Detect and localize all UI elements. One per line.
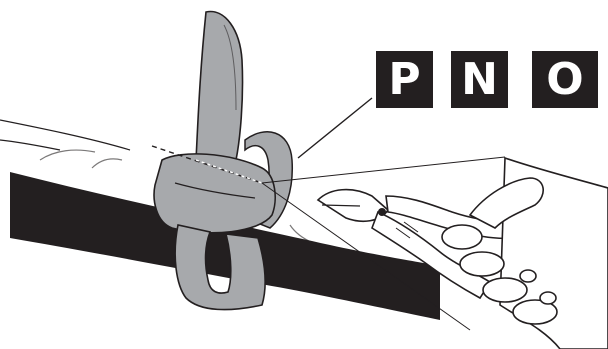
hand xyxy=(442,158,608,349)
label-p: P xyxy=(376,51,433,108)
label-n: N xyxy=(451,51,508,108)
tie-head xyxy=(154,154,275,233)
leader-line xyxy=(298,98,372,158)
label-o: O xyxy=(532,51,598,108)
